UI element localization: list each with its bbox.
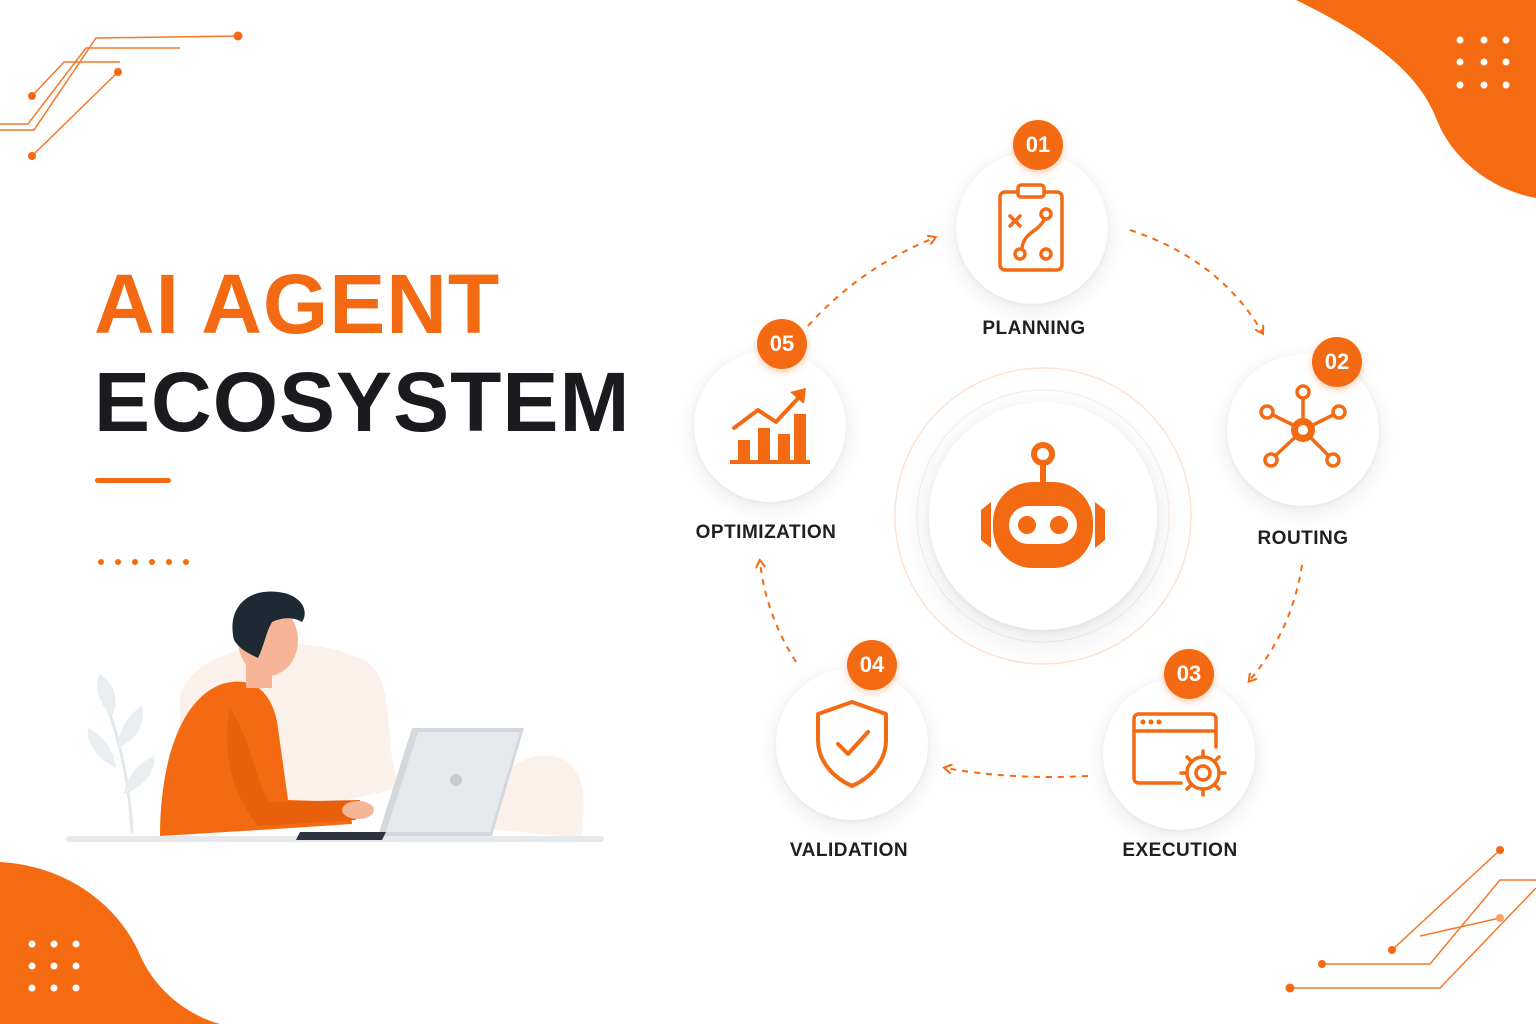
step-node-validation	[776, 668, 928, 820]
title-line-2: ECOSYSTEM	[94, 355, 631, 449]
network-hub-icon	[1259, 384, 1347, 468]
step-label-optimization: OPTIMIZATION	[695, 522, 837, 543]
flow-arrows	[760, 229, 1303, 778]
dot-grid-top-right	[1456, 36, 1510, 89]
step-number-badge-04: 04	[847, 640, 897, 690]
step-label-execution: EXECUTION	[1122, 840, 1238, 861]
arrow-optimization-to-planning	[807, 238, 934, 327]
clipboard-strategy-icon	[998, 183, 1064, 272]
circuit-lines-top-left	[0, 35, 239, 157]
robot-icon	[981, 442, 1105, 568]
center-hub	[929, 402, 1157, 630]
shield-check-icon	[816, 700, 888, 788]
arrow-routing-to-execution	[1250, 564, 1303, 680]
corner-blob-top-right	[1296, 0, 1536, 198]
title-line-1: AI AGENT	[94, 257, 501, 351]
circuit-lines-bottom-right	[1290, 849, 1536, 989]
growth-chart-icon	[730, 388, 810, 464]
plant-icon	[87, 674, 155, 835]
step-number-badge-02: 02	[1312, 337, 1362, 387]
arrow-planning-to-routing	[1129, 229, 1262, 332]
step-label-routing: ROUTING	[1257, 528, 1349, 549]
corner-blob-bottom-left	[0, 862, 220, 1024]
dot-grid-bottom-left	[28, 940, 80, 992]
arrow-execution-to-validation	[946, 768, 1089, 778]
title-underline	[95, 478, 171, 483]
window-gear-icon	[1132, 712, 1227, 797]
step-node-optimization	[694, 350, 846, 502]
step-label-planning: PLANNING	[982, 318, 1086, 339]
decor-dot-row	[98, 559, 189, 565]
step-label-validation: VALIDATION	[789, 840, 909, 861]
step-node-planning	[956, 152, 1108, 304]
step-number-badge-03: 03	[1164, 649, 1214, 699]
step-number-badge-01: 01	[1013, 120, 1063, 170]
person-laptop-illustration	[66, 591, 604, 842]
arrow-validation-to-optimization	[760, 562, 797, 663]
step-number-badge-05: 05	[757, 319, 807, 369]
step-node-execution	[1103, 678, 1255, 830]
